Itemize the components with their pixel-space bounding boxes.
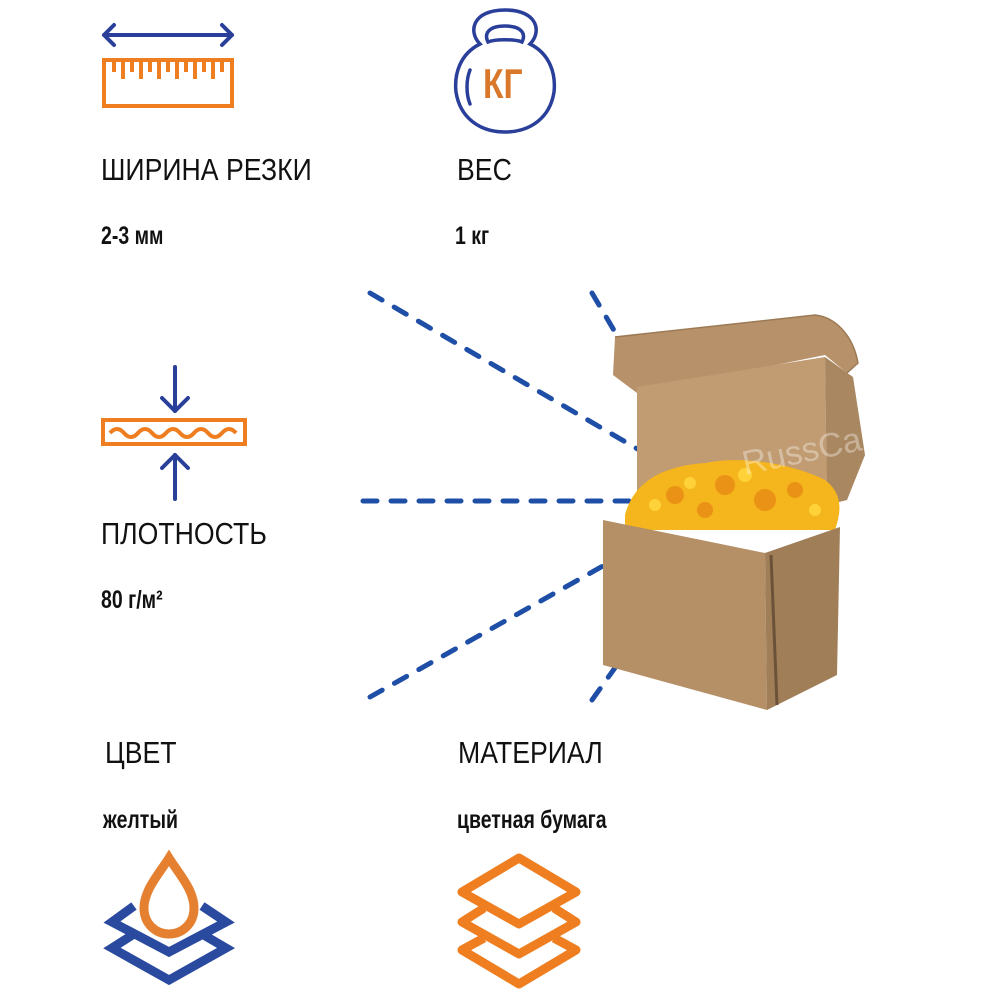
spec-value-weight: 1 кг — [455, 222, 490, 250]
spec-label-color: ЦВЕТ — [105, 735, 177, 770]
spec-value-density: 80 г/м² — [101, 586, 163, 614]
spec-value-cut-width: 2-3 мм — [101, 222, 164, 250]
paper-layers-icon — [457, 853, 581, 989]
dashed-line — [367, 559, 613, 700]
kettlebell-kg-icon — [453, 8, 557, 134]
drop-layers-color-icon — [103, 849, 236, 986]
ruler-width-icon — [102, 23, 234, 108]
dashed-line — [367, 290, 668, 468]
spec-label-weight: ВЕС — [457, 152, 512, 187]
spec-value-color: желтый — [103, 806, 179, 834]
kettlebell-kg-text: КГ — [483, 60, 523, 107]
compression-density-icon — [101, 365, 247, 501]
spec-label-density: ПЛОТНОСТЬ — [101, 516, 267, 551]
spec-label-material: МАТЕРИАЛ — [458, 735, 603, 770]
spec-label-cut-width: ШИРИНА РЕЗКИ — [101, 152, 312, 187]
spec-value-material: цветная бумага — [457, 806, 607, 834]
product-box-image: RussCarton — [603, 314, 922, 710]
